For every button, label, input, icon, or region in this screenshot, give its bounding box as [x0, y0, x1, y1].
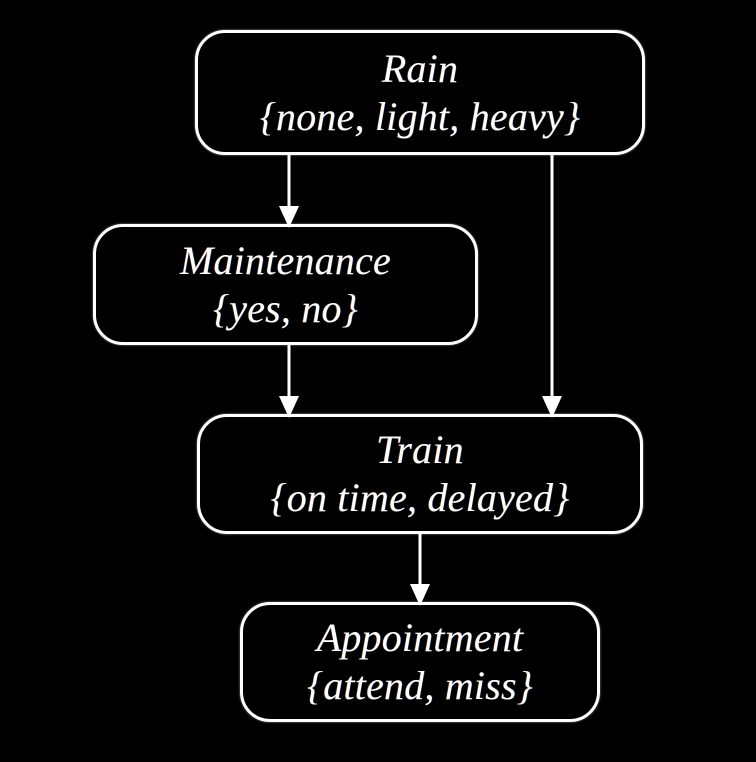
- node-maintenance-label: Maintenance: [179, 237, 391, 283]
- node-rain-label: Rain: [381, 45, 459, 91]
- node-maintenance-values: {yes, no}: [213, 285, 358, 331]
- down-arrow-icon: [410, 584, 430, 606]
- node-train-values: {on time, delayed}: [270, 475, 570, 520]
- node-appointment-label: Appointment: [316, 615, 524, 660]
- node-rain-values: {none, light, heavy}: [259, 93, 581, 139]
- node-train-label: Train: [376, 427, 464, 472]
- down-arrow-icon: [542, 396, 562, 418]
- node-train[interactable]: Train {on time, delayed}: [197, 414, 643, 534]
- edge-rain-to-train: [536, 152, 568, 420]
- node-maintenance[interactable]: Maintenance {yes, no}: [93, 224, 478, 345]
- edge-train-to-appointment: [404, 531, 436, 608]
- edge-maintenance-to-train: [273, 342, 305, 420]
- node-appointment[interactable]: Appointment {attend, miss}: [240, 602, 600, 722]
- edge-rain-to-maintenance: [273, 152, 305, 230]
- node-appointment-values: {attend, miss}: [307, 663, 533, 708]
- down-arrow-icon: [279, 396, 299, 418]
- down-arrow-icon: [279, 206, 299, 228]
- node-rain[interactable]: Rain {none, light, heavy}: [195, 30, 645, 155]
